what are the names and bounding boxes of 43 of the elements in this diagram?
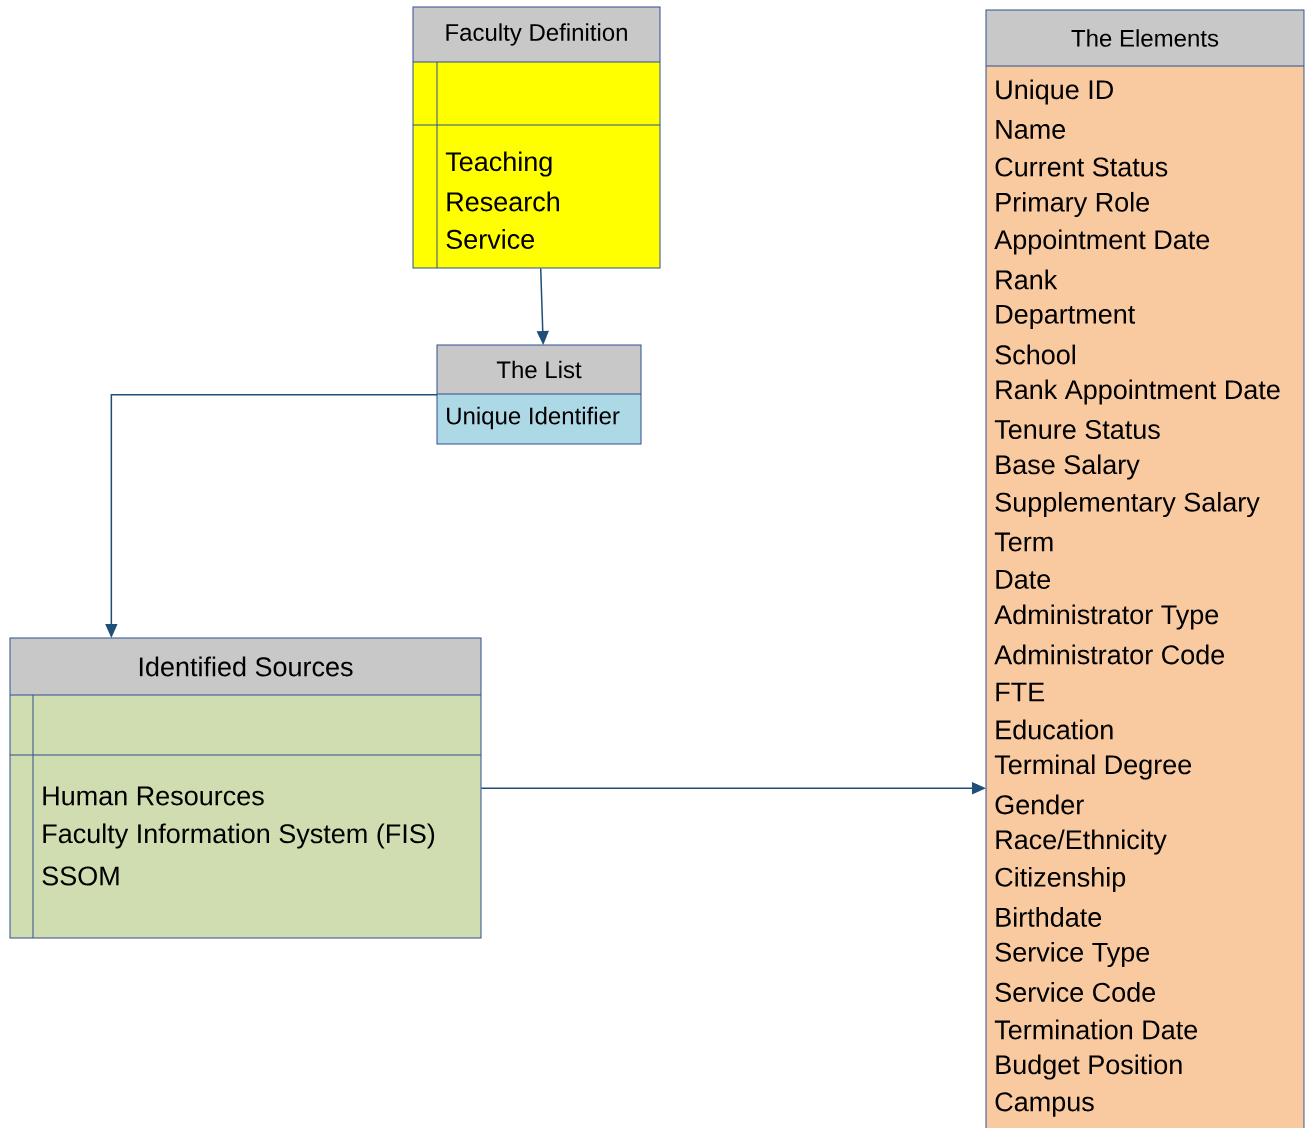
table [436, 344, 642, 445]
table-row: Gender [995, 794, 1084, 815]
table-row: Date [996, 570, 1051, 589]
table-row: School [995, 344, 1075, 365]
table-row: Birthdate [996, 907, 1102, 927]
table-row: Faculty Information System (FIS) [43, 823, 435, 849]
table-row: Department [996, 304, 1136, 330]
table-row: Service [446, 229, 535, 249]
table-row: Termination Date [994, 1019, 1198, 1040]
table-row: Service Code [995, 982, 1156, 1002]
table-row: Campus [995, 1092, 1094, 1117]
table-row: Service Type [995, 941, 1150, 968]
table-row: Teaching [445, 151, 552, 177]
table-row: Primary Role [996, 191, 1149, 218]
table-header: Identified Sources [139, 656, 353, 677]
table-header: Faculty Definition [446, 23, 627, 46]
table-row: Race/Ethnicity [996, 829, 1167, 855]
table-row: Supplementary Salary [995, 491, 1260, 518]
table-row: Rank [996, 269, 1058, 290]
table-row: Citizenship [995, 866, 1126, 893]
table-row: Terminal Degree [994, 754, 1192, 780]
table-row: Rank Appointment Date [996, 379, 1280, 405]
table-row: Administrator Code [994, 644, 1225, 665]
table-row: Appointment Date [994, 229, 1210, 255]
table-header: The Elements [1071, 29, 1219, 47]
table-row: Human Resources [43, 786, 264, 806]
table-row: FTE [996, 682, 1045, 702]
table [412, 6, 661, 269]
table-row: Base Salary [996, 454, 1140, 480]
table-row: Name [996, 120, 1066, 139]
table-row: Unique Identifier [447, 406, 620, 430]
table-row: Administrator Type [994, 604, 1219, 630]
table [9, 637, 482, 939]
table-row: Unique ID [996, 79, 1113, 105]
table-row: Term [994, 532, 1053, 552]
table-row: Tenure Status [994, 419, 1160, 440]
table-row: Current Status [995, 157, 1168, 177]
table-header: The List [496, 360, 582, 379]
table-row: SSOM [42, 866, 119, 886]
table-row: Research [447, 191, 559, 212]
table [985, 9, 1305, 1128]
table-row: Education [996, 719, 1113, 740]
table-row: Budget Position [996, 1054, 1182, 1080]
